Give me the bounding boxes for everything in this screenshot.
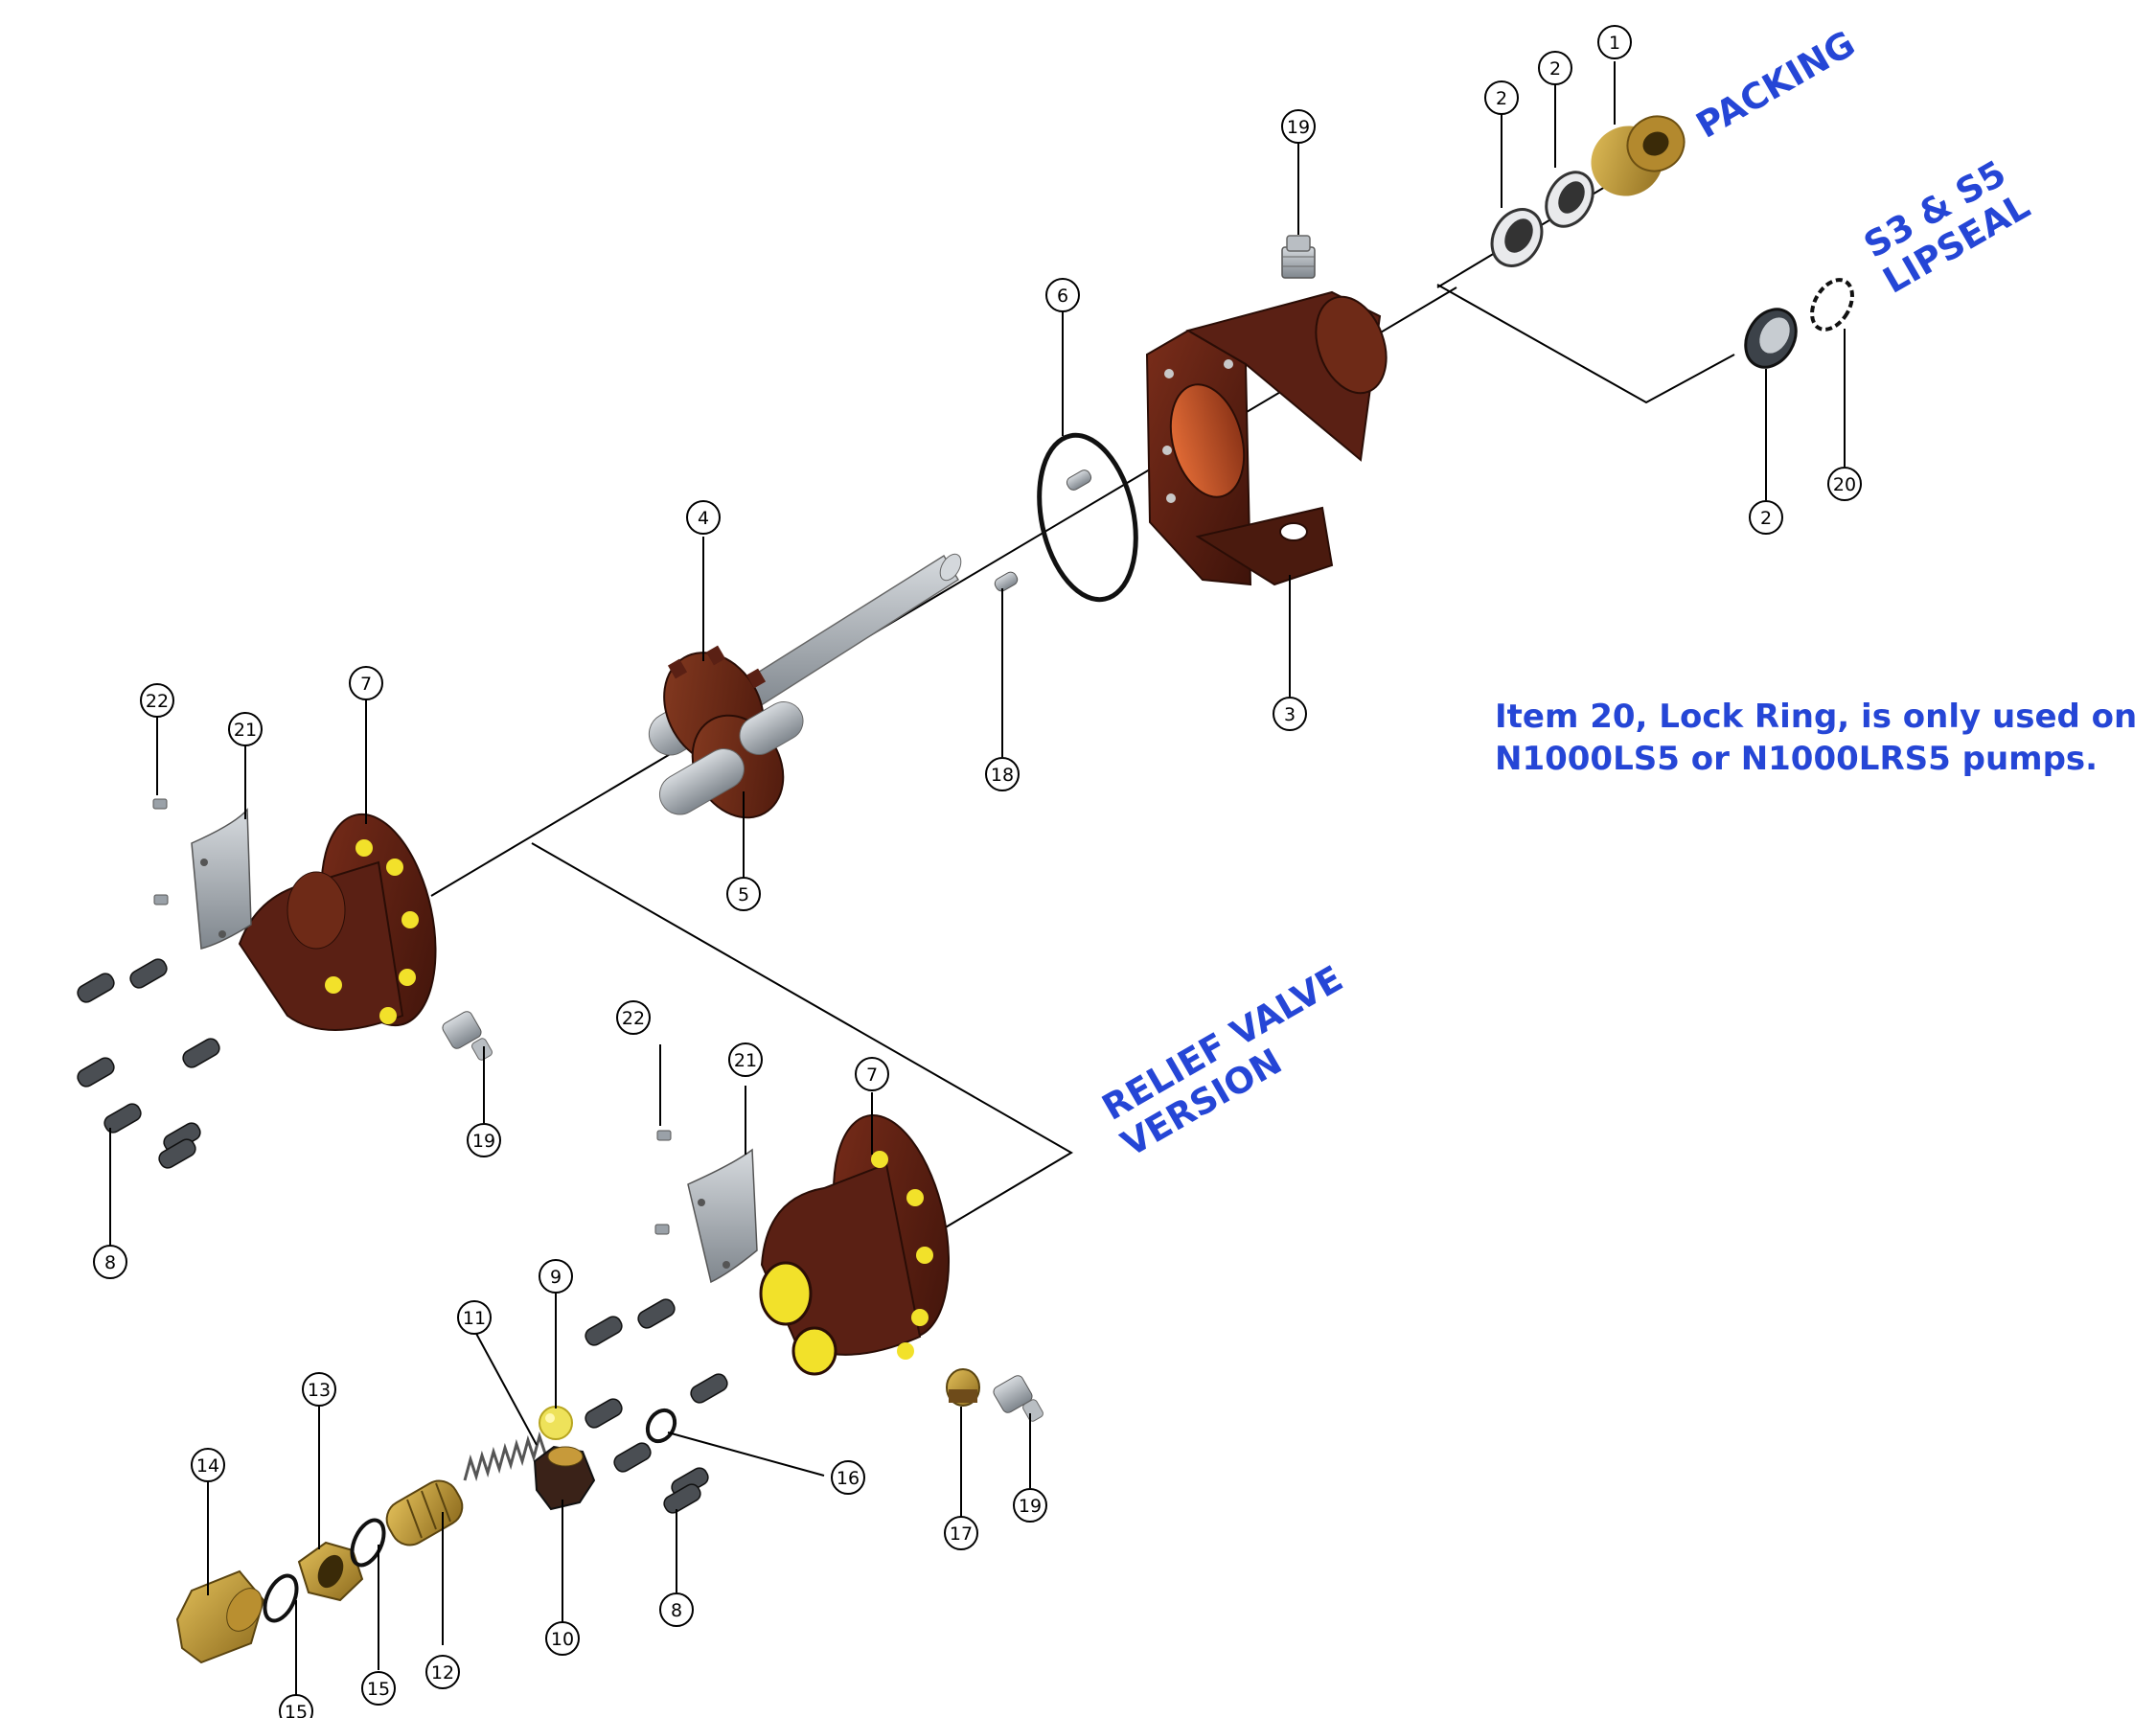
svg-text:7: 7 (866, 1065, 878, 1086)
spring-part-11 (463, 1431, 547, 1482)
lock-ring-note-line2: N1000LS5 or N1000LRS5 pumps. (1495, 740, 2099, 778)
callout-1: 1 (1597, 25, 1632, 59)
adjusting-screw-part-12 (385, 1479, 464, 1546)
svg-text:14: 14 (196, 1455, 219, 1477)
drive-screw-part-22-upper (152, 798, 169, 905)
callout-16: 16 (831, 1460, 865, 1495)
o-ring-part-6 (1037, 432, 1138, 603)
callout-13: 13 (302, 1372, 336, 1407)
svg-text:15: 15 (367, 1679, 390, 1700)
svg-text:21: 21 (734, 1050, 757, 1071)
callout-17: 17 (944, 1516, 978, 1550)
callout-8b: 8 (659, 1592, 694, 1627)
svg-text:22: 22 (622, 1008, 645, 1029)
gear-part-5 (658, 701, 804, 819)
end-cover-part-7-upper (238, 813, 437, 1031)
svg-text:22: 22 (146, 691, 169, 712)
packing-ring-part-2b (1490, 208, 1544, 267)
svg-text:13: 13 (308, 1380, 331, 1401)
callout-11: 11 (457, 1300, 492, 1335)
ball-part-9 (539, 1406, 573, 1440)
callout-7b: 7 (855, 1057, 889, 1091)
callout-3: 3 (1273, 697, 1307, 731)
svg-text:10: 10 (551, 1629, 574, 1650)
lock-ring-part-20 (1810, 278, 1854, 332)
svg-text:2: 2 (1760, 508, 1772, 529)
plug-part-19-top (1281, 235, 1316, 279)
svg-text:16: 16 (837, 1468, 860, 1489)
callout-2c: 2 (1749, 500, 1783, 535)
callout-12: 12 (425, 1655, 460, 1689)
plug-part-19-relief (993, 1375, 1044, 1422)
nameplate-part-21-relief (687, 1148, 758, 1284)
callout-21b: 21 (728, 1042, 763, 1077)
svg-text:21: 21 (234, 720, 257, 741)
svg-text:6: 6 (1057, 286, 1068, 307)
callout-6: 6 (1045, 278, 1080, 312)
callout-22a: 22 (140, 683, 174, 718)
pin-part-18b (994, 571, 1019, 592)
lock-ring-note-line1: Item 20, Lock Ring, is only used on (1495, 698, 2138, 736)
svg-text:19: 19 (472, 1131, 495, 1152)
plug-part-19-upper (442, 1011, 493, 1061)
valve-seat-part-10 (533, 1445, 596, 1511)
callout-2b: 2 (1484, 80, 1519, 115)
callout-19b: 19 (467, 1123, 501, 1157)
lipseal-part-2 (1744, 308, 1798, 369)
packing-nut-part-1 (1591, 115, 1686, 196)
callout-14: 14 (191, 1448, 225, 1482)
svg-text:19: 19 (1287, 117, 1310, 138)
cap-part-14 (175, 1569, 265, 1664)
pin-part-18a (1066, 470, 1092, 491)
svg-text:7: 7 (360, 674, 372, 695)
end-cover-part-7-relief (759, 1113, 951, 1376)
svg-text:4: 4 (698, 508, 709, 529)
callout-8a: 8 (93, 1245, 127, 1279)
callout-21a: 21 (228, 712, 263, 746)
callout-20: 20 (1827, 467, 1862, 501)
svg-text:8: 8 (671, 1600, 682, 1621)
callout-9: 9 (539, 1259, 573, 1294)
callout-10: 10 (545, 1621, 580, 1656)
svg-text:15: 15 (285, 1702, 308, 1718)
cap-screws-part-8-upper (77, 958, 220, 1169)
callout-22b: 22 (616, 1000, 651, 1035)
svg-text:19: 19 (1019, 1496, 1042, 1517)
svg-text:17: 17 (950, 1523, 973, 1545)
svg-text:18: 18 (991, 765, 1014, 786)
callout-19c: 19 (1013, 1488, 1047, 1523)
callout-18: 18 (985, 757, 1020, 791)
nameplate-part-21-upper (191, 808, 252, 950)
plug-part-17 (946, 1368, 980, 1407)
lock-nut-part-13 (297, 1541, 364, 1602)
svg-text:20: 20 (1833, 474, 1856, 495)
pump-body-part-3 (1145, 290, 1388, 586)
packing-ring-part-2a (1545, 171, 1594, 228)
o-ring-part-16 (645, 1408, 677, 1444)
svg-text:8: 8 (104, 1252, 116, 1273)
cap-screws-part-8-relief (585, 1298, 728, 1514)
svg-text:5: 5 (738, 884, 749, 905)
callout-7a: 7 (349, 666, 383, 700)
svg-text:9: 9 (550, 1267, 562, 1288)
svg-text:11: 11 (463, 1308, 486, 1329)
svg-text:2: 2 (1549, 58, 1561, 80)
callout-15b: 15 (361, 1671, 396, 1706)
callouts: 1 2 2 2 19 6 3 20 4 18 5 22 21 7 19 8 22… (93, 25, 1862, 1718)
drive-screw-part-22-relief (654, 1130, 672, 1235)
callout-5: 5 (726, 877, 761, 911)
gasket-part-15b (350, 1518, 386, 1568)
svg-text:12: 12 (431, 1662, 454, 1684)
callout-19a: 19 (1281, 109, 1316, 144)
gasket-part-15a (263, 1573, 299, 1623)
callout-15a: 15 (279, 1694, 313, 1718)
leader-lines (109, 61, 1846, 1696)
svg-text:3: 3 (1284, 704, 1296, 725)
packing-label: PACKING (1689, 23, 1862, 147)
callout-2a: 2 (1538, 51, 1572, 85)
svg-text:1: 1 (1609, 33, 1620, 54)
svg-text:2: 2 (1496, 88, 1507, 109)
callout-4: 4 (686, 500, 721, 535)
